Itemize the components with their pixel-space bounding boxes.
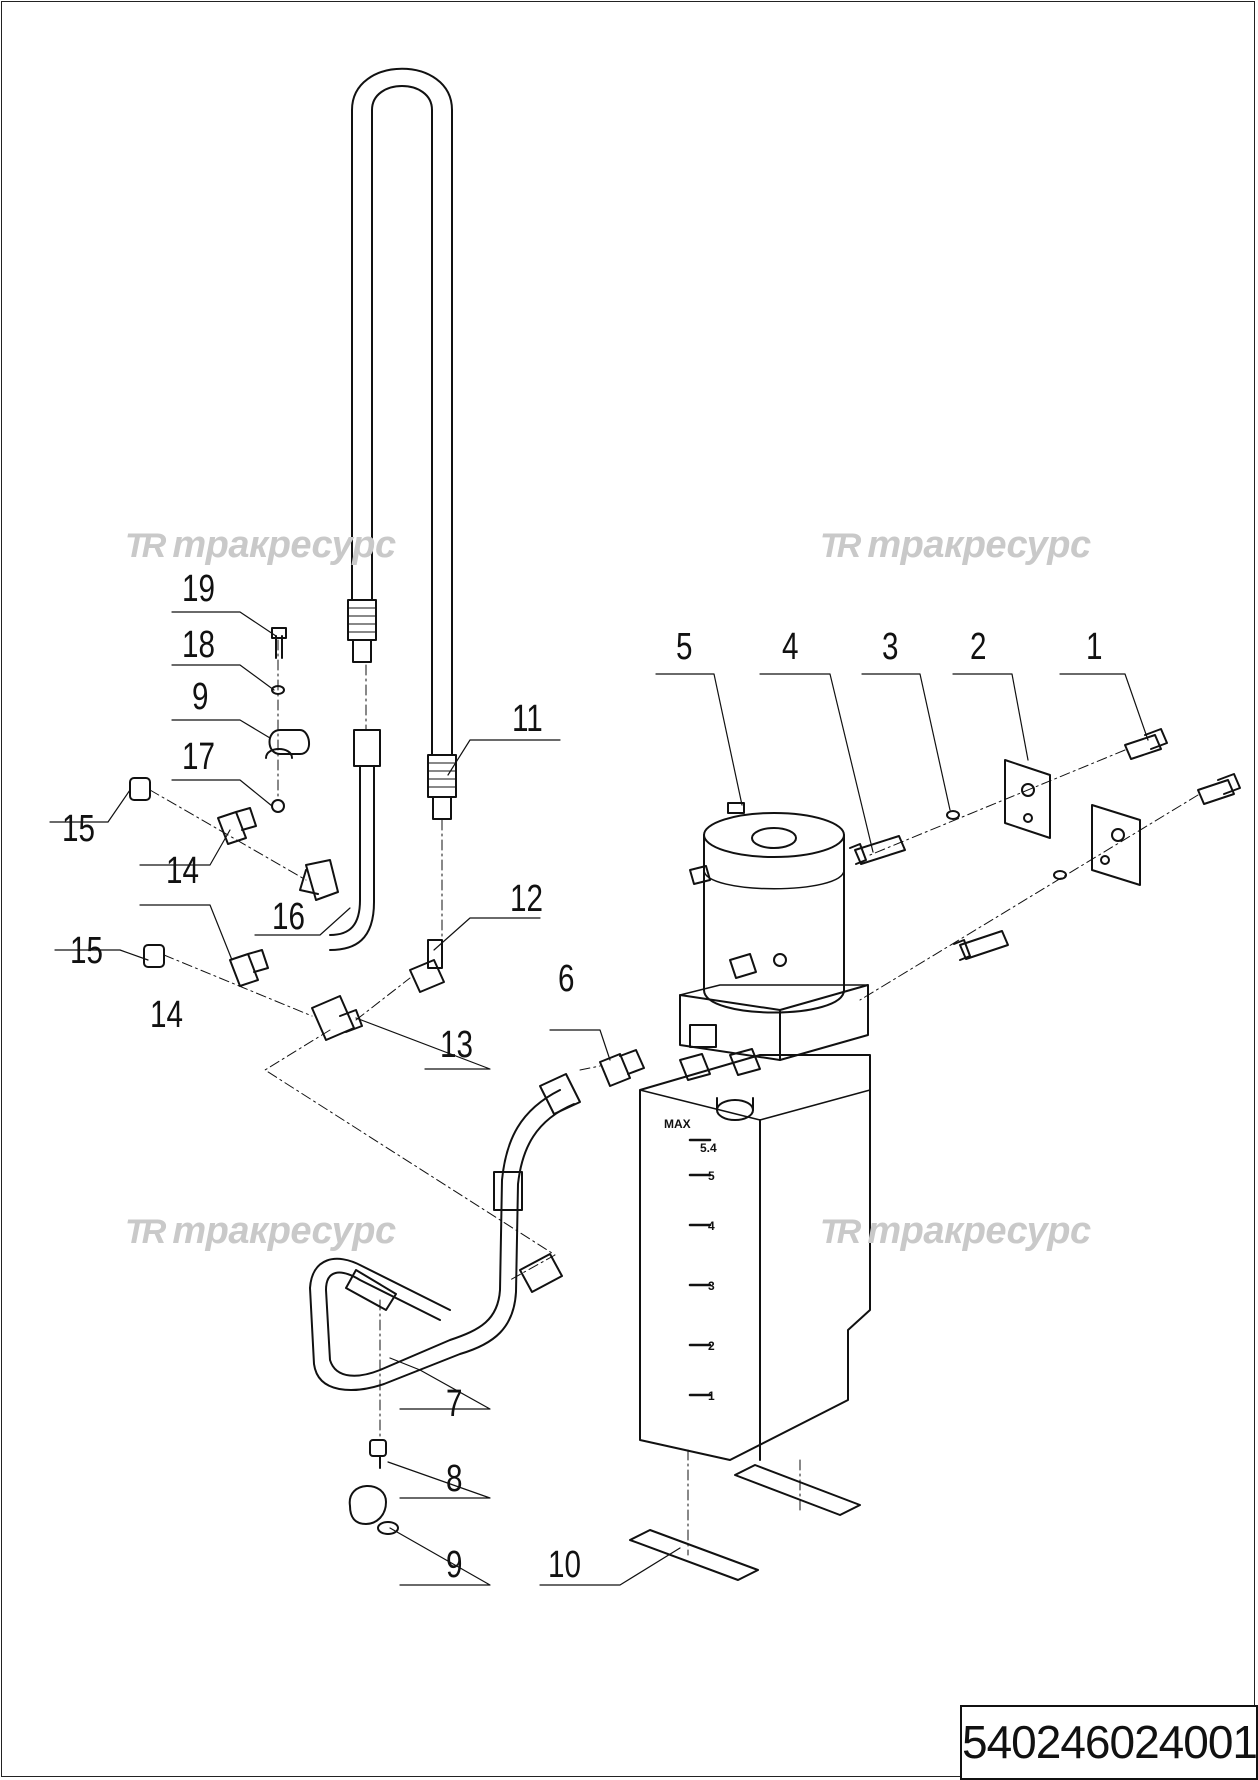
callout-14-lower: 14 xyxy=(150,994,183,1036)
callout-15-upper: 15 xyxy=(62,808,95,850)
line-7 xyxy=(309,1073,581,1391)
tank-mark-1: 1 xyxy=(708,1389,715,1403)
watermark-logo-icon: TR xyxy=(820,527,861,565)
tank-max-value: 5.4 xyxy=(700,1141,717,1155)
valve-block xyxy=(679,984,869,1081)
callout-2: 2 xyxy=(970,626,987,668)
clamp-group-top xyxy=(265,627,310,813)
watermark-text: тракресурс xyxy=(867,524,1091,566)
callout-13: 13 xyxy=(440,1024,473,1066)
fittings-upper xyxy=(129,777,257,845)
hose-11 xyxy=(347,67,457,820)
callout-10: 10 xyxy=(548,1544,581,1586)
watermark-logo-icon: TR xyxy=(125,1213,166,1251)
tank-mark-5: 5 xyxy=(708,1169,715,1183)
callout-9-top: 9 xyxy=(192,676,209,718)
callout-9-bottom: 9 xyxy=(446,1544,463,1586)
callout-1: 1 xyxy=(1086,626,1103,668)
tank-mark-3: 3 xyxy=(708,1279,715,1293)
callout-11: 11 xyxy=(512,698,543,740)
callout-15-lower: 15 xyxy=(70,930,103,972)
callout-19: 19 xyxy=(182,568,215,610)
callout-8: 8 xyxy=(446,1458,463,1500)
tank-max-label: MAX xyxy=(664,1117,691,1131)
clamp-group-bottom xyxy=(348,1439,399,1535)
callout-12: 12 xyxy=(510,878,543,920)
callout-14-upper: 14 xyxy=(166,850,199,892)
callout-16: 16 xyxy=(272,896,305,938)
watermark-logo-icon: TR xyxy=(125,527,166,565)
watermark-logo-icon: TR xyxy=(820,1213,861,1251)
pump-motor xyxy=(689,802,845,1014)
leader-lines xyxy=(49,611,1149,1586)
assembly-lines xyxy=(149,639,1199,1556)
rubber-pads xyxy=(629,1464,861,1581)
adapter-6 xyxy=(599,1049,645,1087)
tube-16 xyxy=(299,729,381,951)
watermark-text: тракресурс xyxy=(172,524,396,566)
callout-17: 17 xyxy=(182,736,215,778)
fittings-lower xyxy=(143,939,445,1041)
callout-3: 3 xyxy=(882,626,899,668)
oil-tank xyxy=(639,1054,871,1461)
tank-scale: MAX 5.4 5 4 3 2 1 xyxy=(664,1117,717,1403)
callout-4: 4 xyxy=(782,626,799,668)
tank-mark-4: 4 xyxy=(708,1219,715,1233)
document-number: 540246024001 xyxy=(960,1705,1258,1780)
callout-18: 18 xyxy=(182,624,215,666)
tank-mark-2: 2 xyxy=(708,1339,715,1353)
watermark-text: тракресурс xyxy=(867,1210,1091,1252)
watermark-text: тракресурс xyxy=(172,1210,396,1252)
callout-6: 6 xyxy=(558,958,575,1000)
callout-5: 5 xyxy=(676,626,693,668)
callout-7: 7 xyxy=(446,1383,463,1425)
mount-hardware xyxy=(849,728,1241,961)
